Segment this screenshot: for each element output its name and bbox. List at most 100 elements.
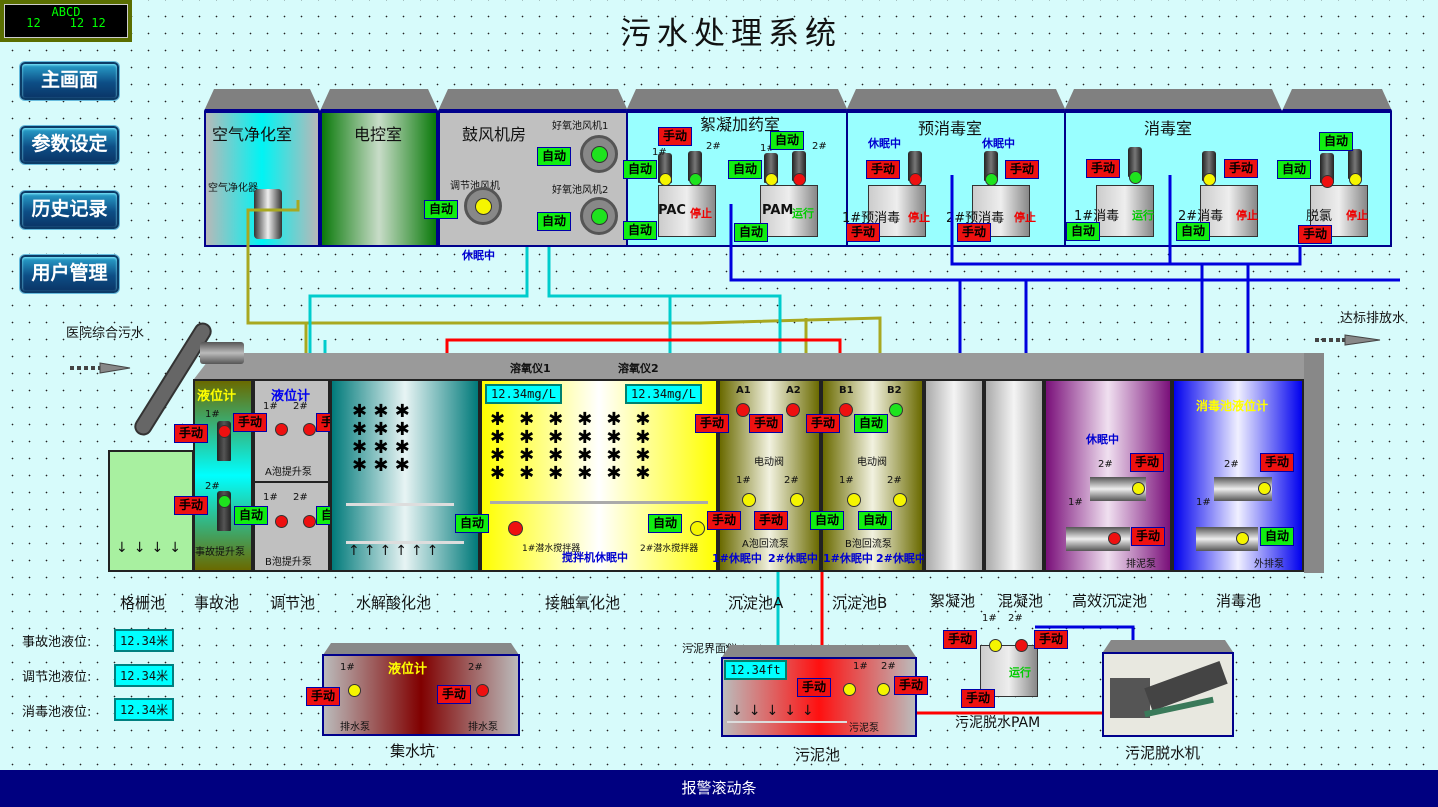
blower-icon[interactable] — [580, 197, 618, 235]
pump-number: 2# — [293, 401, 308, 412]
pump-number: 1# — [652, 147, 667, 158]
dis1-manual-button[interactable]: 手动 — [1086, 159, 1121, 178]
a-lift1-manual-button[interactable]: 手动 — [233, 413, 268, 432]
sludge-pump1-manual-button[interactable]: 手动 — [797, 678, 832, 697]
b-return2-auto-button[interactable]: 自动 — [858, 511, 893, 530]
predis2-tank-manual-button[interactable]: 手动 — [957, 223, 992, 242]
sludge-dewatering-machine-icon[interactable] — [1102, 652, 1234, 737]
dis1-state: 运行 — [1132, 209, 1154, 222]
valve-b1-manual-button[interactable]: 手动 — [806, 414, 841, 433]
tank-top — [194, 353, 1324, 379]
pump-number: 1# — [1196, 497, 1211, 508]
mixer1-auto-button[interactable]: 自动 — [455, 514, 490, 533]
reg-fan-auto-button[interactable]: 自动 — [424, 200, 459, 219]
fan1-label: 好氧池风机1 — [552, 121, 609, 132]
pam-pump1-auto-button[interactable]: 自动 — [728, 160, 763, 179]
user-management-button[interactable]: 用户管理 — [20, 255, 119, 293]
valve-b2-auto-button[interactable]: 自动 — [854, 414, 889, 433]
b-return1-auto-button[interactable]: 自动 — [810, 511, 845, 530]
pac-auto-button[interactable]: 自动 — [623, 221, 658, 240]
a-return-label: A泡回流泵 — [742, 539, 789, 550]
parameter-settings-button[interactable]: 参数设定 — [20, 126, 119, 164]
pre-disinfection-room: 预消毒室 休眠中 休眠中 1#预消毒 停止 2#预消毒 停止 — [842, 111, 1066, 247]
accident-pump2-manual-button[interactable]: 手动 — [174, 496, 209, 515]
mixer-status: 搅拌机休眠中 — [562, 551, 628, 564]
pool-label-regulate: 调节池 — [270, 594, 316, 612]
pool-label-hydrolysis: 水解酸化池 — [356, 594, 432, 612]
dechlor2-auto-button[interactable]: 自动 — [1319, 132, 1354, 151]
sludge-pump2-manual-button[interactable]: 手动 — [894, 676, 929, 695]
room-label: 鼓风机房 — [462, 125, 527, 144]
dewater-label: 污泥脱水机 — [1125, 744, 1201, 762]
device-label: 空气净化器 — [208, 183, 258, 194]
a-return2-manual-button[interactable]: 手动 — [754, 511, 789, 530]
predis1-state: 停止 — [908, 211, 930, 224]
roof — [626, 89, 848, 111]
out-pump2-manual-button[interactable]: 手动 — [1260, 453, 1295, 472]
pump-number: 2# — [1008, 613, 1023, 624]
air-purifier-icon[interactable] — [254, 189, 282, 239]
sludge-pam-state: 运行 — [1009, 666, 1031, 679]
valve-a2-manual-button[interactable]: 手动 — [749, 414, 784, 433]
sludge-pam2-manual-button[interactable]: 手动 — [1034, 630, 1069, 649]
dis2-label: 2#消毒 — [1178, 209, 1224, 224]
accident-pool: 液位计 1# 2# 事故提升泵 — [193, 379, 253, 572]
dis2-state: 停止 — [1236, 209, 1258, 222]
room-label: 预消毒室 — [918, 119, 983, 138]
pump-number: 2# — [812, 141, 827, 152]
pac-pump1-auto-button[interactable]: 自动 — [623, 160, 658, 179]
main-screen-button[interactable]: 主画面 — [20, 62, 119, 100]
dis1-label: 1#消毒 — [1074, 209, 1120, 224]
level-label: 调节池液位: — [22, 670, 92, 685]
pool-label-hes: 高效沉淀池 — [1072, 592, 1148, 610]
pump-number: 2# — [468, 662, 483, 673]
drain-pump-label: 排水泵 — [340, 722, 370, 733]
dechlor-manual-button[interactable]: 手动 — [1298, 225, 1333, 244]
history-button[interactable]: 历史记录 — [20, 191, 119, 229]
dechlor1-auto-button[interactable]: 自动 — [1277, 160, 1312, 179]
dis2-manual-button[interactable]: 手动 — [1224, 159, 1259, 178]
room-label: 电控室 — [354, 125, 403, 144]
pam-label: PAM — [762, 203, 794, 218]
sludge-pam1-manual-button[interactable]: 手动 — [943, 630, 978, 649]
pam-pump2-auto-button[interactable]: 自动 — [770, 131, 805, 150]
hydrolysis-pool: ✱ ✱ ✱✱ ✱ ✱✱ ✱ ✱✱ ✱ ✱ ↑↑↑↑↑↑ — [330, 379, 480, 572]
pump-number: 2# — [293, 492, 308, 503]
dis2-auto-button[interactable]: 自动 — [1176, 222, 1211, 241]
hes-pump1-manual-button[interactable]: 手动 — [1131, 527, 1166, 546]
room-label: 絮凝加药室 — [700, 115, 781, 134]
predis2-manual-button[interactable]: 手动 — [1005, 160, 1040, 179]
b-lift1-auto-button[interactable]: 自动 — [234, 506, 269, 525]
predis2-status: 休眠中 — [982, 137, 1015, 150]
dis1-auto-button[interactable]: 自动 — [1066, 222, 1101, 241]
pac-pump1-manual-button[interactable]: 手动 — [658, 127, 693, 146]
pump-number: 1# — [1068, 497, 1083, 508]
conveyor-motor-icon[interactable] — [200, 342, 244, 364]
predis1-label: 1#预消毒 — [842, 211, 901, 226]
roof — [846, 89, 1066, 111]
sludge-pam-label: 污泥脱水PAM — [955, 715, 1041, 731]
pam-auto-button[interactable]: 自动 — [734, 223, 769, 242]
blower-icon[interactable] — [580, 135, 618, 173]
hes-pump2-manual-button[interactable]: 手动 — [1130, 453, 1165, 472]
a-return1-manual-button[interactable]: 手动 — [707, 511, 742, 530]
accident-pump1-manual-button[interactable]: 手动 — [174, 424, 209, 443]
sump-pump1-manual-button[interactable]: 手动 — [306, 687, 341, 706]
mixer2-auto-button[interactable]: 自动 — [648, 514, 683, 533]
valve-a1-manual-button[interactable]: 手动 — [695, 414, 730, 433]
a-return1-status: 1#休眠中 — [712, 552, 762, 565]
predis1-tank-manual-button[interactable]: 手动 — [846, 223, 881, 242]
sump-pump2-manual-button[interactable]: 手动 — [437, 685, 472, 704]
pool-label-contact: 接触氧化池 — [545, 594, 621, 612]
pump-number: 1# — [853, 661, 868, 672]
fan1-auto-button[interactable]: 自动 — [537, 147, 572, 166]
sludge-pam-manual-button[interactable]: 手动 — [961, 689, 996, 708]
predis1-manual-button[interactable]: 手动 — [866, 160, 901, 179]
hes-status: 休眠中 — [1086, 433, 1119, 446]
out-pump1-auto-button[interactable]: 自动 — [1260, 527, 1295, 546]
blower-icon[interactable] — [464, 187, 502, 225]
contact-oxidation-pool: ✱✱✱✱✱✱✱✱✱✱✱✱✱✱✱✱✱✱✱✱✱✱✱✱ 1#潜水搅拌器 2#潜水搅拌器… — [480, 379, 718, 572]
alarm-ticker[interactable]: 报警滚动条 — [0, 770, 1438, 807]
fan2-auto-button[interactable]: 自动 — [537, 212, 572, 231]
